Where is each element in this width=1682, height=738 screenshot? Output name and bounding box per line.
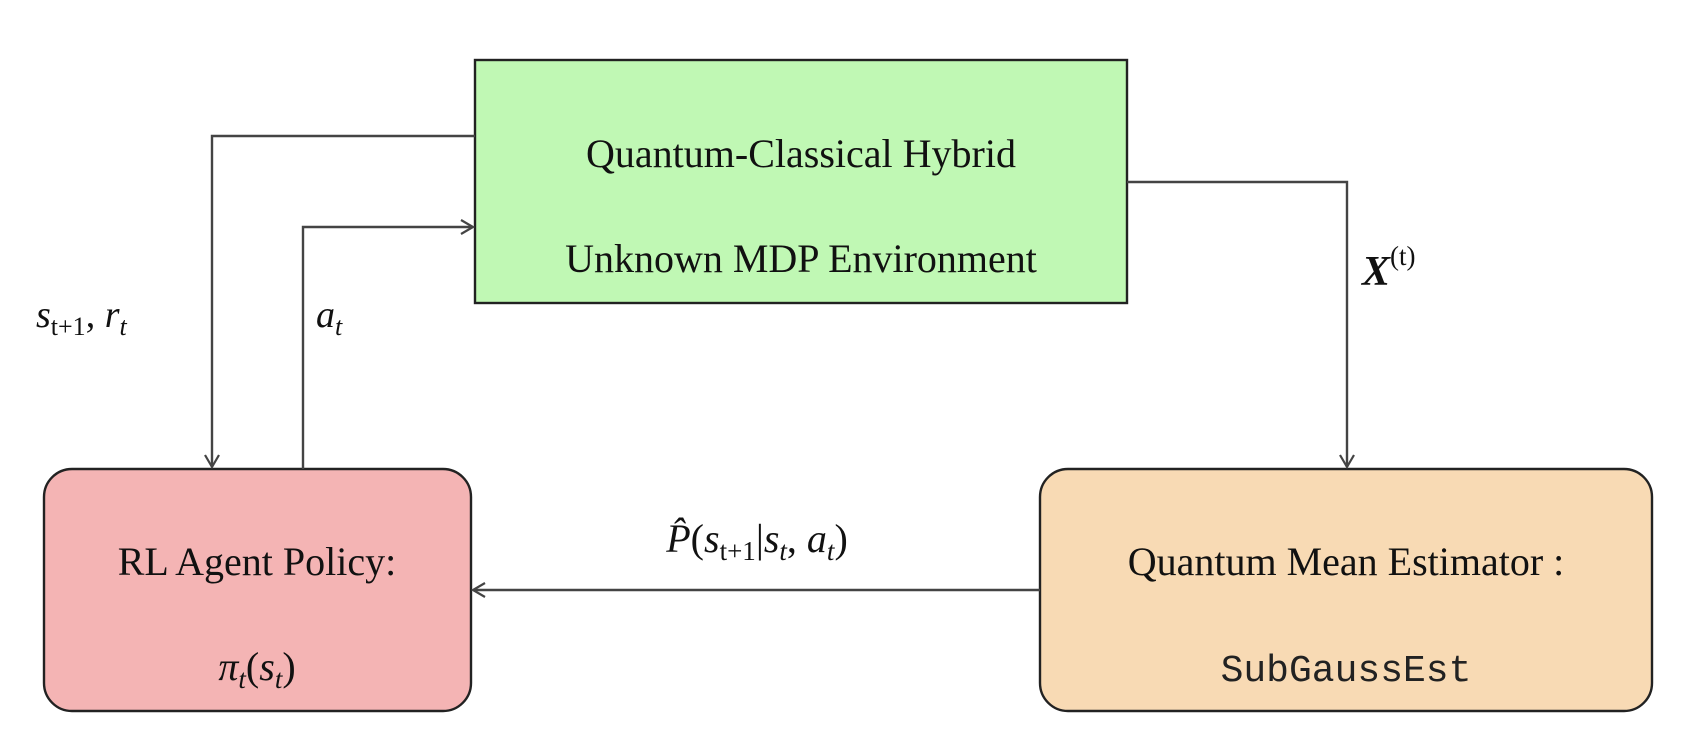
label-given-bar: | (756, 516, 764, 561)
policy-subscript: t (238, 664, 247, 694)
policy-open-paren: ( (246, 644, 259, 689)
environment-title-line1: Quantum-Classical Hybrid (586, 131, 1016, 176)
label-action-subscript-2: t (827, 536, 836, 566)
agent-policy-formula: πt(st) (218, 644, 295, 694)
label-state-subscript: t+1 (51, 312, 86, 341)
edge-action (301, 219, 476, 469)
label-action: at (316, 294, 343, 341)
label-samples-superscript: (t) (1390, 241, 1415, 271)
agent-node: RL Agent Policy: πt(st) (42, 467, 473, 713)
policy-argument-subscript: t (275, 664, 284, 694)
label-next-state-subscript: t+1 (720, 536, 756, 566)
policy-close-paren: ) (282, 644, 295, 689)
policy-symbol: π (218, 644, 239, 689)
label-next-state-symbol: s (704, 516, 720, 561)
label-action-symbol: a (316, 294, 335, 336)
label-samples: X(t) (1360, 241, 1416, 295)
label-action-symbol-2: a (807, 516, 827, 561)
estimator-node: Quantum Mean Estimator : SubGaussEst (1038, 467, 1654, 713)
label-state-comma: , (86, 294, 105, 336)
label-current-state-symbol: s (764, 516, 780, 561)
label-state-reward: st+1, rt (36, 294, 127, 341)
label-transition-estimate: P̂(st+1|st, at) (665, 516, 848, 566)
label-reward-subscript: t (119, 312, 127, 341)
edge-samples (1127, 180, 1355, 470)
edge-state-reward (204, 134, 475, 470)
label-comma: , (787, 516, 807, 561)
agent-title: RL Agent Policy: (118, 539, 397, 584)
label-current-state-subscript: t (779, 536, 788, 566)
label-p-hat: P̂ (665, 516, 690, 561)
label-close-paren: ) (834, 516, 847, 561)
label-state-symbol: s (36, 294, 51, 336)
environment-node: Quantum-Classical Hybrid Unknown MDP Env… (473, 58, 1129, 305)
label-open-paren: ( (691, 516, 704, 561)
label-samples-symbol: X (1360, 249, 1391, 295)
label-action-subscript: t (335, 312, 343, 341)
policy-argument: s (259, 644, 275, 689)
label-reward-symbol: r (105, 294, 120, 336)
environment-box (473, 58, 1129, 305)
environment-title-line2: Unknown MDP Environment (565, 236, 1037, 281)
estimator-title: Quantum Mean Estimator : (1128, 539, 1565, 584)
estimator-algorithm-name: SubGaussEst (1221, 650, 1472, 693)
